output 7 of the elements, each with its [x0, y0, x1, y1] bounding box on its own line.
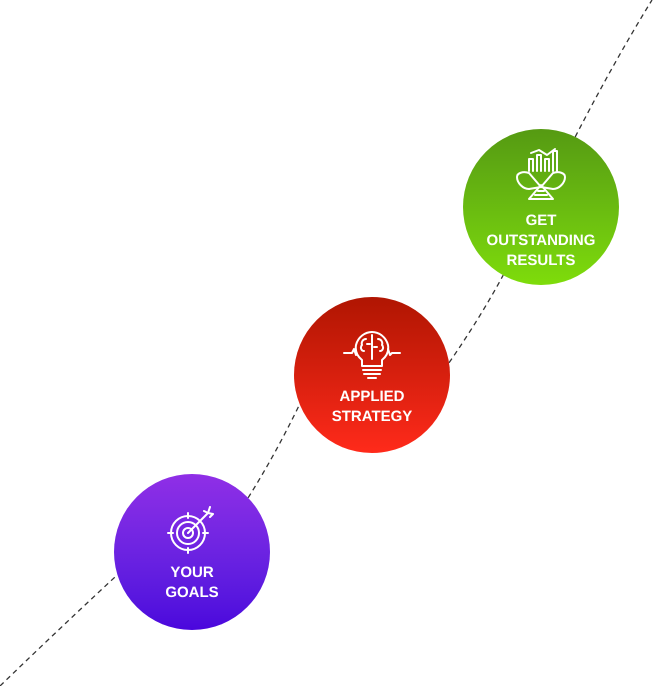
step-label: GET OUTSTANDING RESULTS — [486, 211, 596, 271]
step-label: APPLIED STRATEGY — [330, 387, 414, 427]
step-label: YOUR GOALS — [164, 563, 220, 603]
dashed-curve — [0, 574, 118, 686]
dashed-curve — [574, 0, 653, 138]
dashed-curve — [448, 274, 504, 364]
dashed-curve — [248, 404, 300, 498]
